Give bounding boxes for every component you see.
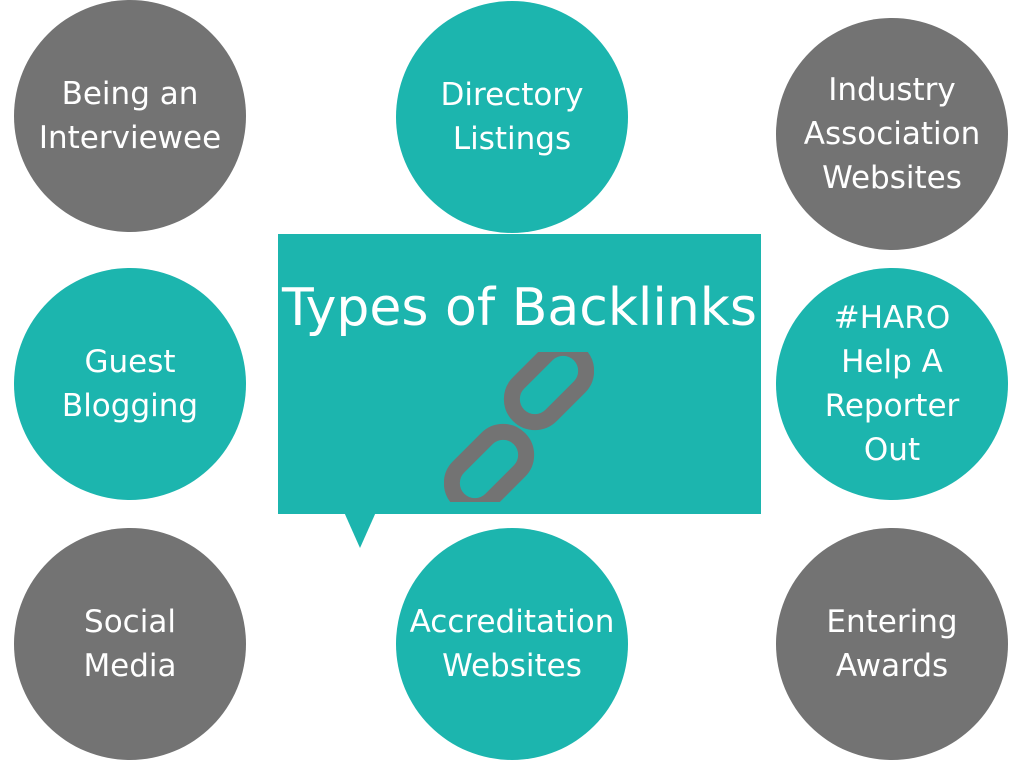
item-label: #HARO Help A Reporter Out — [824, 300, 960, 468]
item-guest-blogging: Guest Blogging — [14, 268, 246, 500]
item-being-an-interviewee: Being an Interviewee — [14, 0, 246, 232]
item-industry-association-websites: Industry Association Websites — [776, 18, 1008, 250]
callout-tail — [344, 512, 376, 548]
page-title: Types of Backlinks — [281, 278, 757, 338]
item-label: Social Media — [83, 604, 177, 684]
item-label: Guest Blogging — [61, 344, 199, 424]
title-callout: Types of Backlinks — [278, 234, 761, 514]
item-label: Industry Association Websites — [803, 72, 981, 196]
item-social-media: Social Media — [14, 528, 246, 760]
item-directory-listings: Directory Listings — [396, 1, 628, 233]
item-haro: #HARO Help A Reporter Out — [776, 268, 1008, 500]
item-accreditation-websites: Accreditation Websites — [396, 528, 628, 760]
item-label: Directory Listings — [440, 77, 584, 157]
item-label: Being an Interviewee — [38, 76, 222, 156]
item-entering-awards: Entering Awards — [776, 528, 1008, 760]
chain-link-icon — [444, 352, 594, 502]
item-label: Accreditation Websites — [409, 604, 615, 684]
item-label: Entering Awards — [826, 604, 958, 684]
